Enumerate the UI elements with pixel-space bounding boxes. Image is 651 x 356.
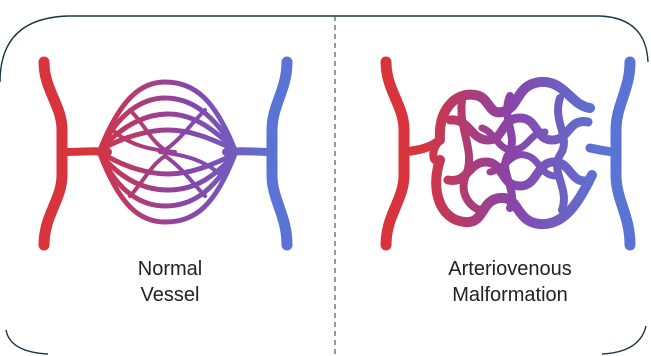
avm-nidus [404,82,616,224]
caption-normal-vessel: Normal Vessel [105,256,235,308]
caption-avm-line2: Malformation [420,282,600,308]
panel-frame-bottom [6,326,646,354]
capillary-network [62,82,272,222]
normal-vessel-diagram [44,62,287,245]
panel-frame [0,16,648,82]
caption-normal-line2: Vessel [105,282,235,308]
caption-normal-line1: Normal [105,256,235,282]
avm-diagram [386,62,630,245]
caption-avm-line1: Arteriovenous [420,256,600,282]
caption-avm: Arteriovenous Malformation [420,256,600,308]
